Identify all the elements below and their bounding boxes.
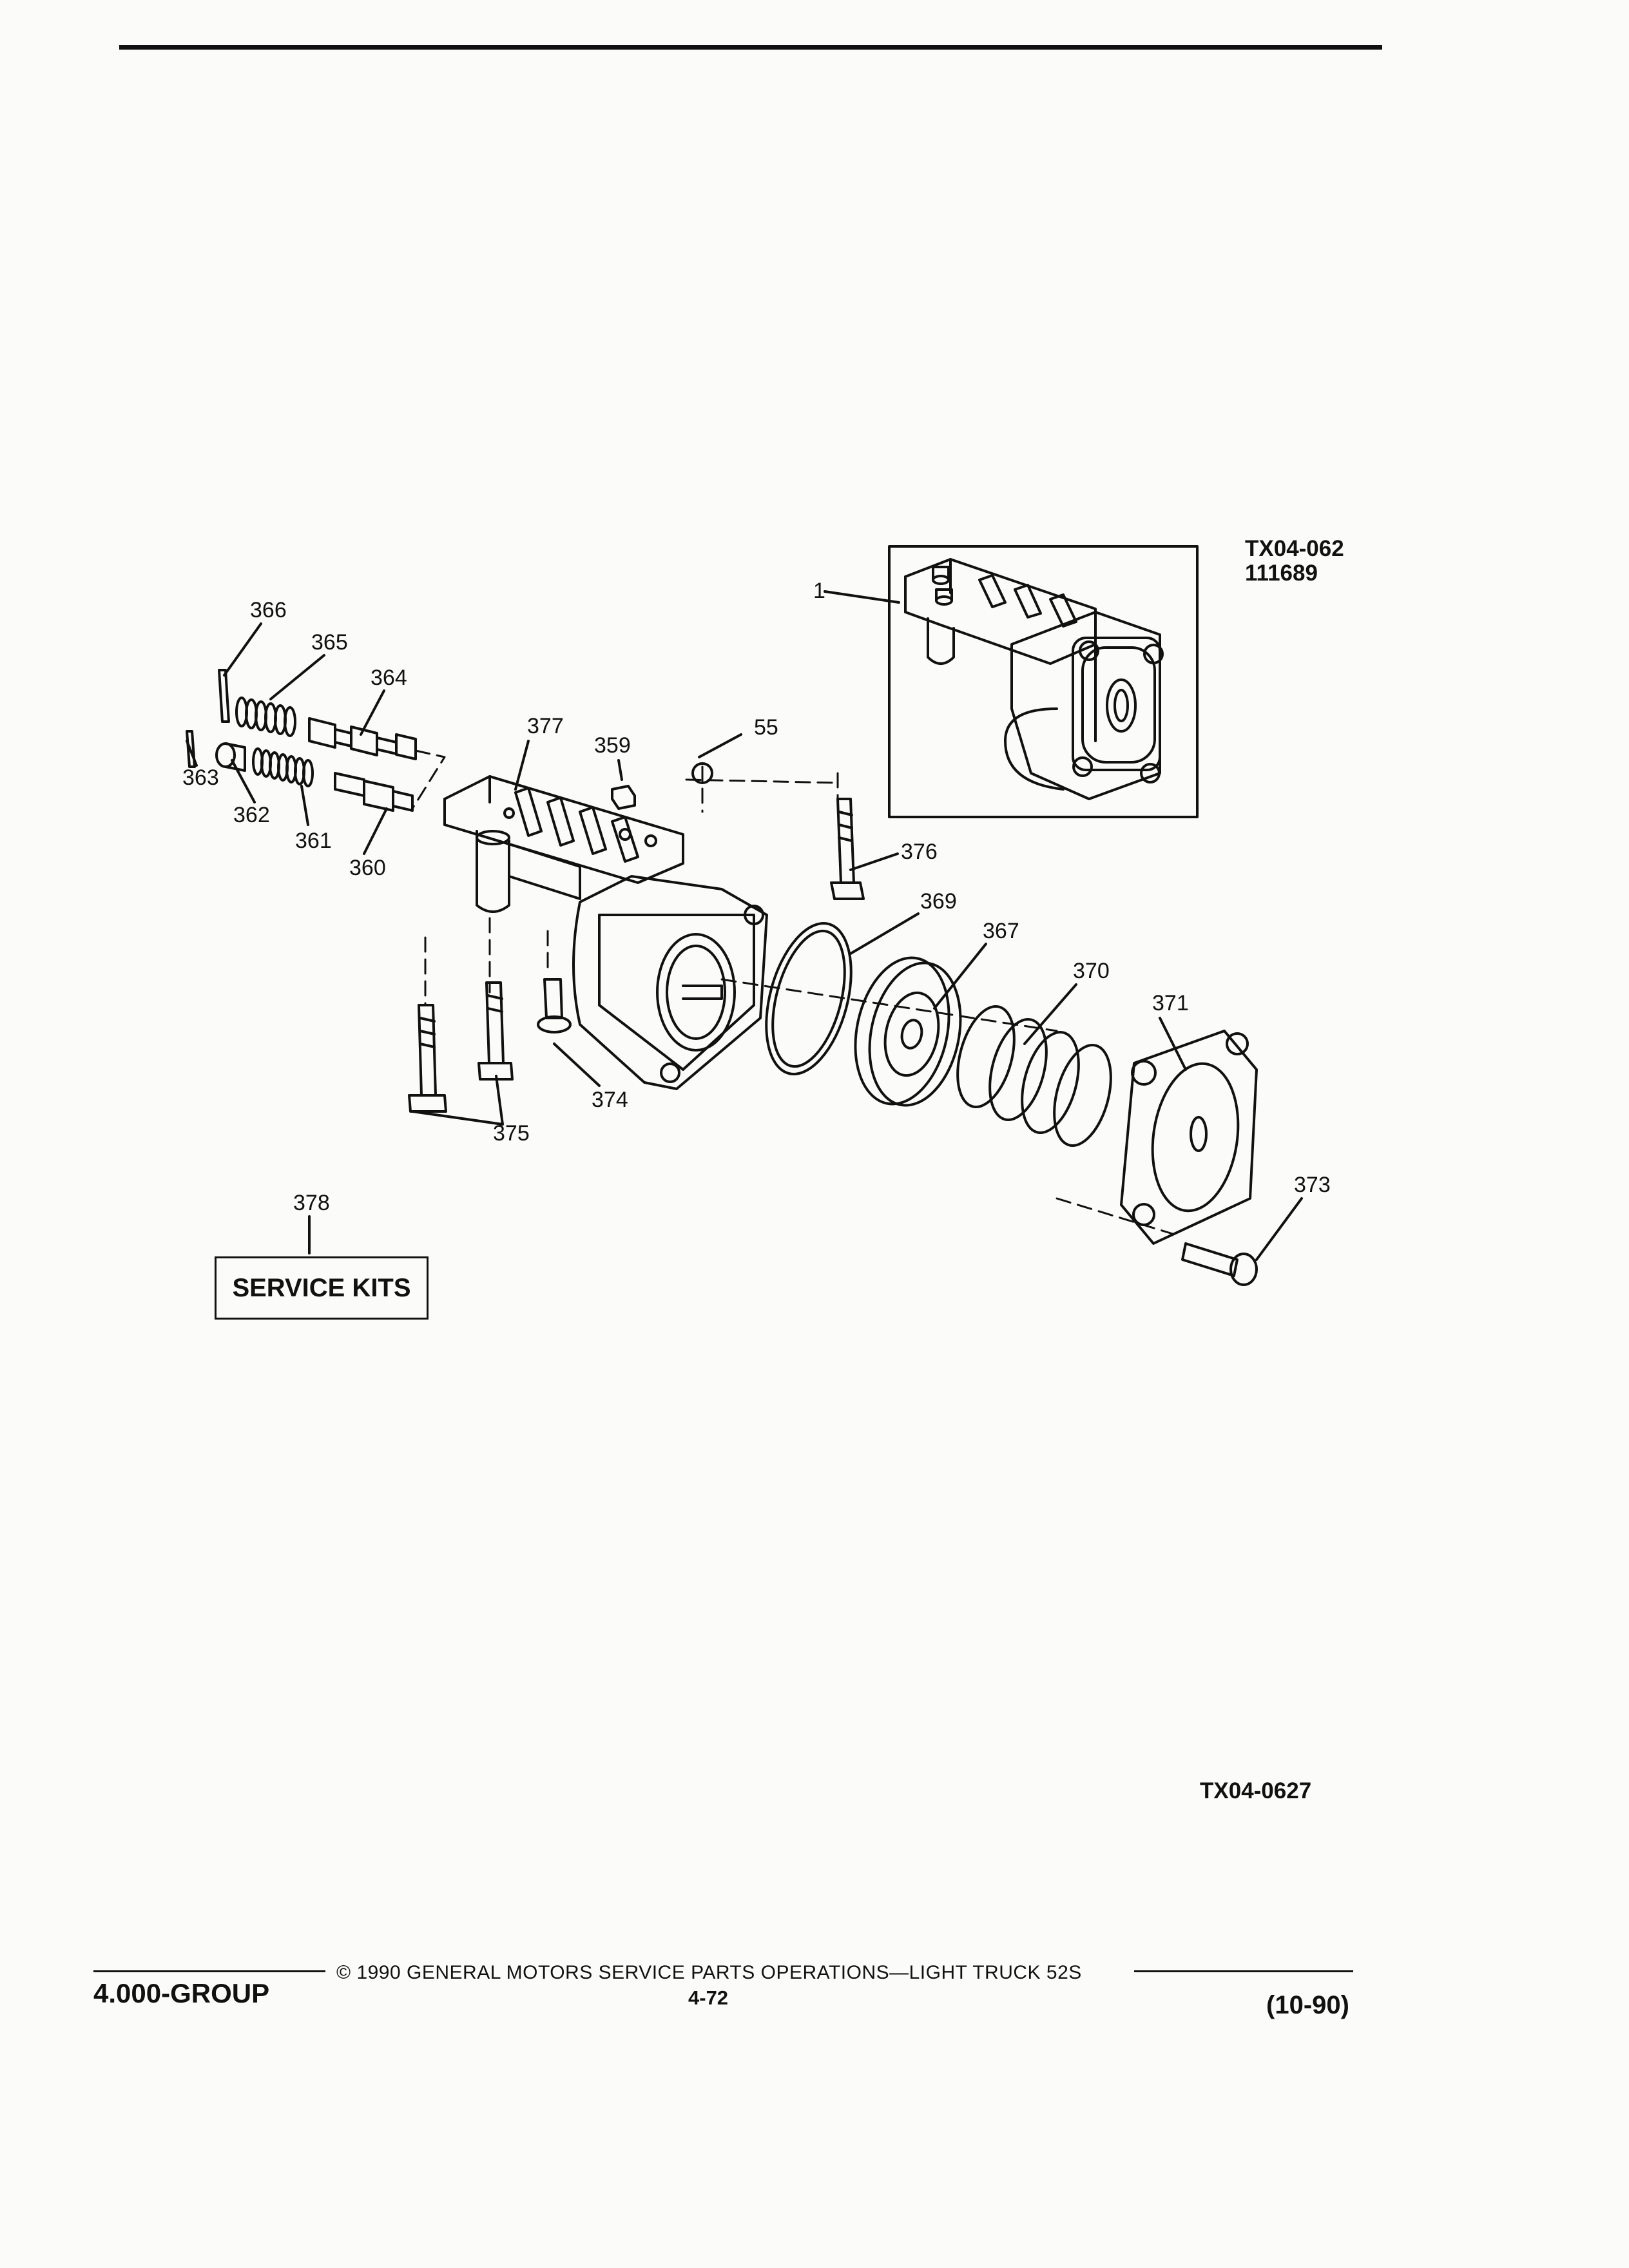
plug-362: [215, 742, 246, 772]
figure-code: TX04-0627: [1200, 1778, 1312, 1803]
callout-364: 364: [371, 666, 407, 690]
nut-359: [611, 785, 636, 810]
callout-359: 359: [594, 733, 631, 758]
callout-leader-1: [824, 590, 900, 604]
callout-374: 374: [592, 1088, 628, 1112]
bolt-373: [1181, 1242, 1258, 1286]
leader-55: [698, 733, 742, 758]
callout-367: 367: [983, 919, 1019, 943]
callout-377: 377: [527, 714, 564, 738]
callout-369: 369: [920, 889, 957, 914]
leader-366: [223, 622, 262, 677]
footer-group: 4.000-GROUP: [93, 1978, 270, 2008]
valve-body-377: [443, 775, 684, 913]
footer-copyright: © 1990 GENERAL MOTORS SERVICE PARTS OPER…: [336, 1962, 1082, 1983]
cover-371: [1120, 1030, 1258, 1245]
callout-55: 55: [754, 715, 778, 740]
leader-362: [231, 759, 256, 803]
leader-364: [360, 689, 385, 736]
inset-code: TX04-062: [1245, 536, 1344, 561]
callout-360: 360: [349, 856, 386, 880]
footer-page-number: 4-72: [688, 1986, 729, 2009]
callout-376: 376: [901, 840, 938, 864]
accumulator-housing: [572, 875, 768, 1090]
springs-370: [956, 1005, 1112, 1147]
callout-366: 366: [250, 598, 287, 622]
inset-frame: [888, 545, 1199, 818]
leader-360: [363, 807, 388, 855]
leader-371: [1159, 1017, 1187, 1071]
top-rule: [119, 45, 1382, 50]
callout-373: 373: [1294, 1173, 1331, 1197]
leader-370: [1023, 983, 1077, 1045]
valve-364: [308, 717, 417, 760]
valve-360: [334, 772, 414, 812]
footer-rule-left: [93, 1970, 325, 1972]
footer-rule-right: [1134, 1970, 1353, 1972]
callout-361: 361: [295, 829, 332, 853]
leader-373: [1255, 1197, 1303, 1261]
leader-359: [617, 759, 623, 781]
leader-374: [553, 1043, 601, 1087]
callout-375: 375: [493, 1121, 530, 1146]
bolt-376: [830, 798, 865, 900]
spring-361: [252, 747, 314, 787]
leader-377: [514, 740, 530, 791]
leader-361: [300, 785, 309, 826]
callout-378: 378: [293, 1191, 330, 1215]
footer-date: (10-90): [1266, 1991, 1349, 2019]
callout-365: 365: [311, 630, 348, 655]
callout-371: 371: [1152, 991, 1189, 1015]
inset-assembly-drawing: [904, 558, 1164, 800]
callout-363: 363: [182, 765, 219, 790]
seal-369: [765, 922, 853, 1075]
screw-374: [537, 978, 572, 1033]
spring-365: [235, 697, 296, 737]
leader-369: [849, 912, 920, 955]
callout-362: 362: [233, 803, 270, 827]
inset-number: 111689: [1245, 561, 1318, 586]
leader-367: [933, 943, 987, 1010]
retainer-366: [218, 669, 230, 723]
piston-367: [854, 956, 962, 1107]
pin-363: [186, 730, 196, 768]
leader-376: [849, 852, 899, 871]
service-kits-box: SERVICE KITS: [215, 1256, 429, 1320]
leader-365: [269, 654, 325, 700]
callout-1: 1: [813, 579, 825, 603]
callout-370: 370: [1073, 959, 1110, 983]
bolts-375: [408, 981, 514, 1113]
leader-375: [411, 1075, 504, 1126]
ball-55: [691, 762, 713, 784]
